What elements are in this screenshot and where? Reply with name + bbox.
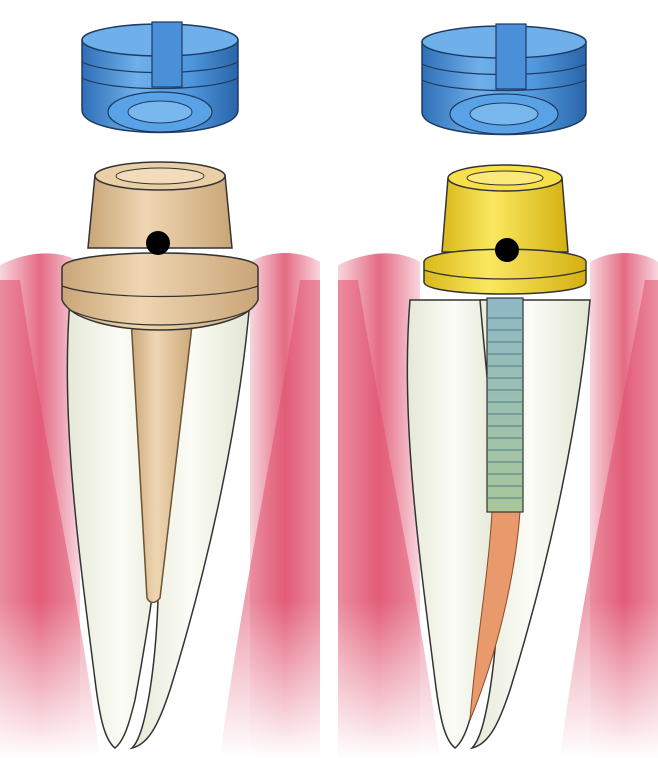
threaded-post-right [487,298,523,512]
abutment-right [424,165,586,294]
left-panel [0,22,320,758]
right-panel [338,24,658,758]
hole-left [146,231,170,255]
cap-left [82,22,238,133]
hole-right [495,238,519,262]
cap-right [422,24,586,135]
core-left [62,162,258,330]
